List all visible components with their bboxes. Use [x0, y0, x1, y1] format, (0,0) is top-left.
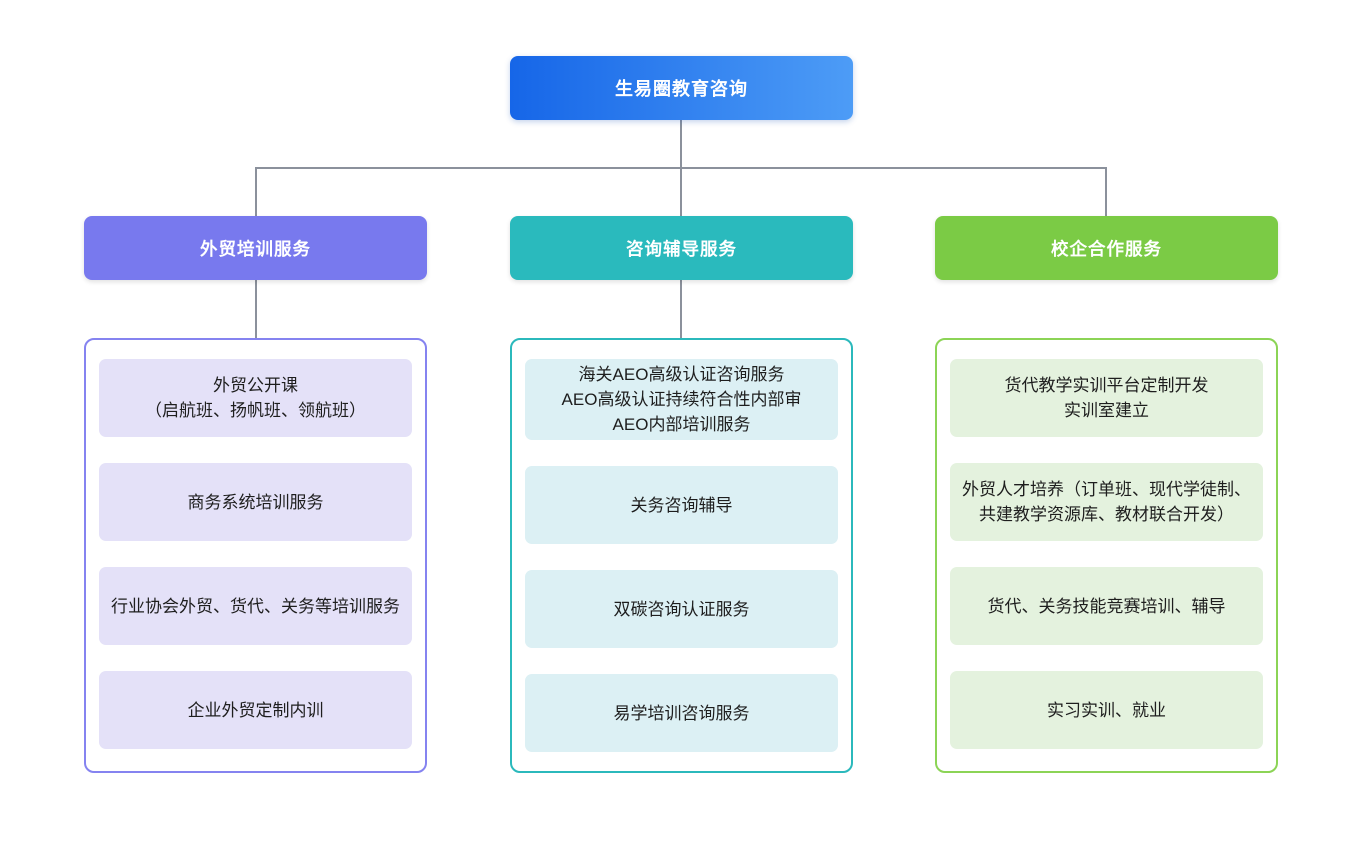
service-item: 外贸公开课 （启航班、扬帆班、领航班）	[99, 359, 412, 437]
service-item: 易学培训咨询服务	[525, 674, 838, 752]
connector-root-down	[680, 120, 682, 167]
branch-header-foreign-trade-training: 外贸培训服务	[84, 216, 427, 280]
service-item: 货代教学实训平台定制开发 实训室建立	[950, 359, 1263, 437]
connector-branch2-panel	[680, 280, 682, 338]
connector-drop-center	[680, 167, 682, 216]
service-item: 关务咨询辅导	[525, 466, 838, 544]
service-item: 双碳咨询认证服务	[525, 570, 838, 648]
service-item: 货代、关务技能竞赛培训、辅导	[950, 567, 1263, 645]
branch-header-school-enterprise: 校企合作服务	[935, 216, 1278, 280]
root-node-label: 生易圈教育咨询	[615, 79, 748, 99]
connector-branch1-panel	[255, 280, 257, 338]
service-item: 行业协会外贸、货代、关务等培训服务	[99, 567, 412, 645]
connector-drop-right	[1105, 167, 1107, 216]
branch-panel-consulting-coaching: 海关AEO高级认证咨询服务 AEO高级认证持续符合性内部审 AEO内部培训服务 …	[510, 338, 853, 773]
service-item: 海关AEO高级认证咨询服务 AEO高级认证持续符合性内部审 AEO内部培训服务	[525, 359, 838, 440]
branch-header-label: 外贸培训服务	[200, 238, 311, 259]
service-item: 商务系统培训服务	[99, 463, 412, 541]
root-node: 生易圈教育咨询	[510, 56, 853, 120]
branch-header-consulting-coaching: 咨询辅导服务	[510, 216, 853, 280]
branch-panel-school-enterprise: 货代教学实训平台定制开发 实训室建立 外贸人才培养（订单班、现代学徒制、共建教学…	[935, 338, 1278, 773]
branch-panel-foreign-trade-training: 外贸公开课 （启航班、扬帆班、领航班） 商务系统培训服务 行业协会外贸、货代、关…	[84, 338, 427, 773]
service-item: 企业外贸定制内训	[99, 671, 412, 749]
branch-header-label: 咨询辅导服务	[626, 238, 737, 259]
service-item: 实习实训、就业	[950, 671, 1263, 749]
branch-header-label: 校企合作服务	[1051, 238, 1162, 259]
connector-drop-left	[255, 167, 257, 216]
service-item: 外贸人才培养（订单班、现代学徒制、共建教学资源库、教材联合开发）	[950, 463, 1263, 541]
